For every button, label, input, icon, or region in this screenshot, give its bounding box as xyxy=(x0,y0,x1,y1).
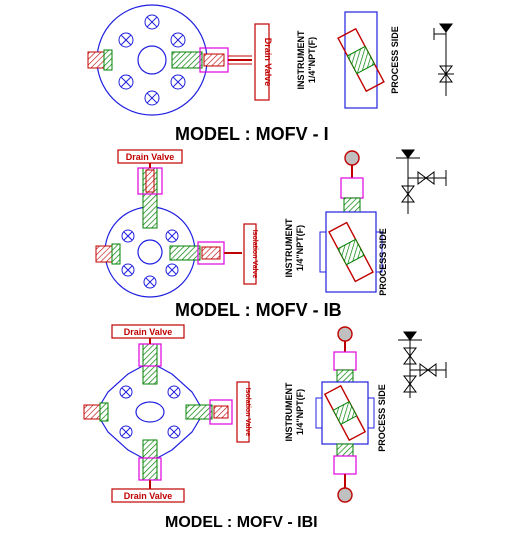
model-title-3: MODEL : MOFV - IBI xyxy=(165,514,318,531)
drain-valve-label-1: Drain Valve xyxy=(263,38,273,87)
instrument-npt-text-3: 1/4"NPT(F) xyxy=(295,389,305,435)
valve-symbol-3 xyxy=(398,331,447,398)
model-title-1: MODEL : MOFV - I xyxy=(175,124,329,144)
flange-view-2 xyxy=(95,160,242,298)
instrument-label-3: INSTRUMENT 1/4"NPT(F) xyxy=(284,382,305,441)
drain-valve-bottom-label-3: Drain Valve xyxy=(124,491,173,501)
instrument-text-2: INSTRUMENT xyxy=(284,218,294,277)
valve-symbol-2 xyxy=(396,149,447,214)
side-view-3 xyxy=(315,326,375,503)
model-title-2: MODEL : MOFV - IB xyxy=(175,300,342,320)
instrument-label-2: INSTRUMENT 1/4"NPT(F) xyxy=(284,218,305,277)
drain-valve-top-label-3: Drain Valve xyxy=(124,327,173,337)
model-1: Drain Valve INSTRUMENT 1/4"NPT(F) PROCES… xyxy=(87,4,454,144)
side-view-1 xyxy=(337,11,385,109)
process-side-label-3: PROCESS SIDE xyxy=(377,384,387,452)
drain-valve-bottom-label-box-3: Drain Valve xyxy=(111,488,185,503)
instrument-text-1: INSTRUMENT xyxy=(296,30,306,89)
process-side-label-1: PROCESS SIDE xyxy=(390,26,400,94)
model-3: Drain Valve Drain Valve Isolation Valve … xyxy=(83,324,447,531)
process-side-label-2: PROCESS SIDE xyxy=(378,228,388,296)
drain-valve-label-2: Drain Valve xyxy=(126,152,175,162)
instrument-npt-text-2: 1/4"NPT(F) xyxy=(295,225,305,271)
drain-valve-label-box-1: Drain Valve xyxy=(254,23,273,101)
isolation-valve-label-box-2: Isolation Valve xyxy=(243,223,258,285)
flange-view-1 xyxy=(87,4,252,116)
side-view-2 xyxy=(319,150,383,293)
isolation-valve-label-3: Isolation Valve xyxy=(244,388,251,437)
drain-valve-top-label-box-3: Drain Valve xyxy=(111,324,185,339)
instrument-text-3: INSTRUMENT xyxy=(284,382,294,441)
flange-view-3 xyxy=(83,336,233,490)
valve-symbol-1 xyxy=(433,23,454,96)
isolation-valve-label-2: Isolation Valve xyxy=(251,230,258,279)
drain-valve-label-box-2: Drain Valve xyxy=(117,149,183,164)
isolation-valve-label-box-3: Isolation Valve xyxy=(236,381,251,443)
model-2: Drain Valve Isolation Valve INSTRUMENT 1… xyxy=(95,149,447,320)
instrument-label-1: INSTRUMENT 1/4"NPT(F) xyxy=(296,30,317,89)
instrument-npt-text-1: 1/4"NPT(F) xyxy=(307,37,317,83)
